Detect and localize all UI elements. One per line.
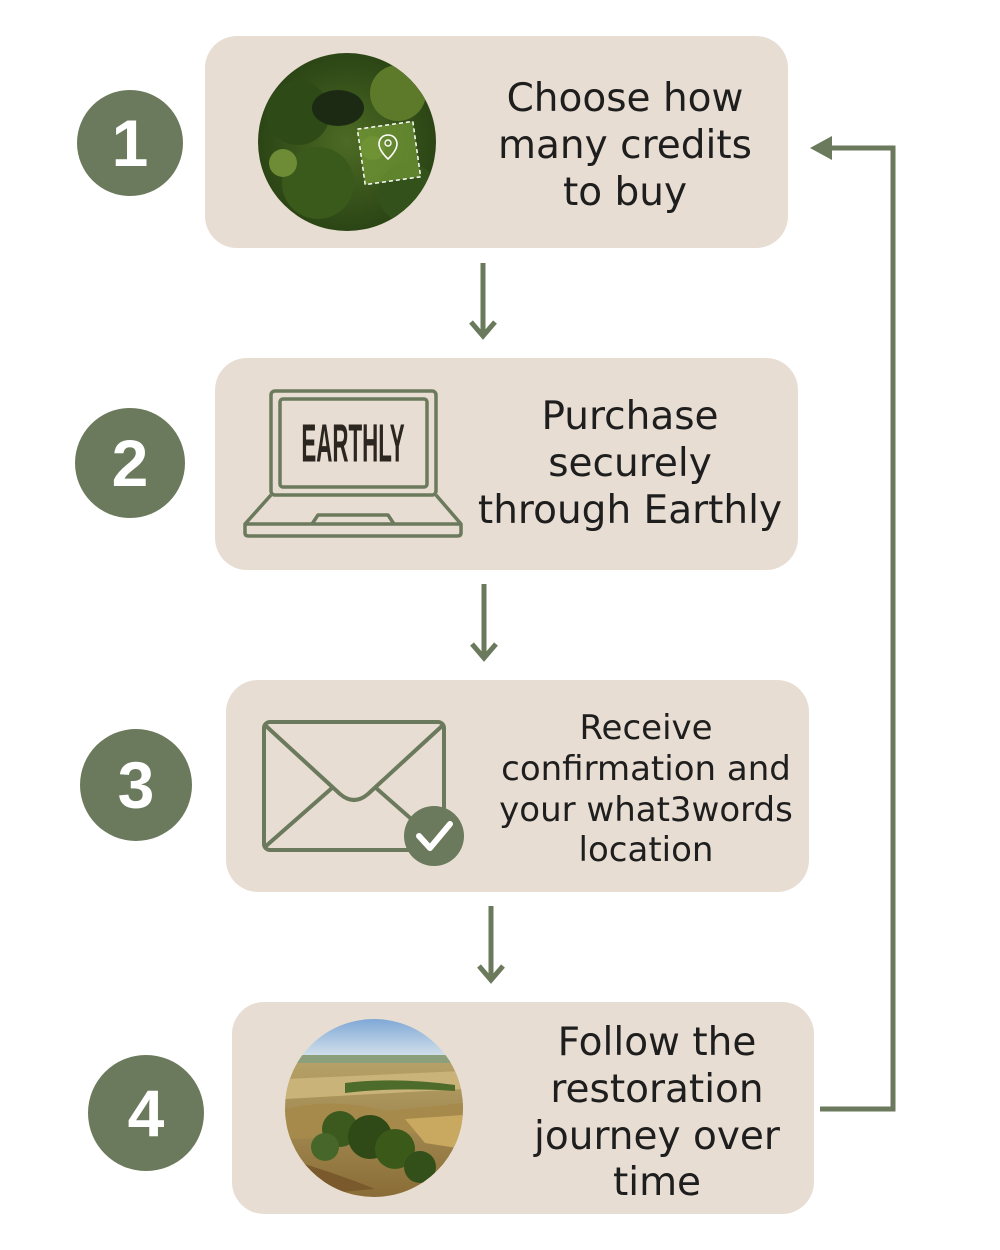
step-card-2: EARTHLY Purchase securely through Earthl… xyxy=(215,358,798,570)
loop-back-arrowhead xyxy=(810,136,832,160)
down-arrow-2-3 xyxy=(470,584,498,662)
laptop-screen-logo: EARTHLY xyxy=(301,413,404,473)
aerial-landscape-image xyxy=(285,1019,463,1197)
step-number-2: 2 xyxy=(75,408,185,518)
step-text-2: Purchase securely through Earthly xyxy=(477,394,783,533)
check-badge-icon xyxy=(404,806,464,866)
step-card-4: Follow the restoration journey over time xyxy=(232,1002,814,1214)
step-text-4: Follow the restoration journey over time xyxy=(534,1020,780,1206)
loop-back-arrow xyxy=(820,145,896,1112)
step-card-1: Choose how many credits to buy xyxy=(205,36,788,248)
step-number-3: 3 xyxy=(80,729,192,841)
aerial-woodland-plot-image xyxy=(258,53,436,231)
step-card-3: Receive confirmation and your what3words… xyxy=(226,680,809,892)
step-number-1: 1 xyxy=(77,90,183,196)
laptop-icon: EARTHLY xyxy=(242,388,464,540)
step-text-1: Choose how many credits to buy xyxy=(498,76,752,215)
step-number-4: 4 xyxy=(88,1055,204,1171)
location-pin-icon xyxy=(378,134,398,161)
envelope-check-icon xyxy=(260,718,470,870)
down-arrow-3-4 xyxy=(477,906,505,984)
down-arrow-1-2 xyxy=(469,263,497,340)
step-text-3: Receive confirmation and your what3words… xyxy=(499,708,793,871)
